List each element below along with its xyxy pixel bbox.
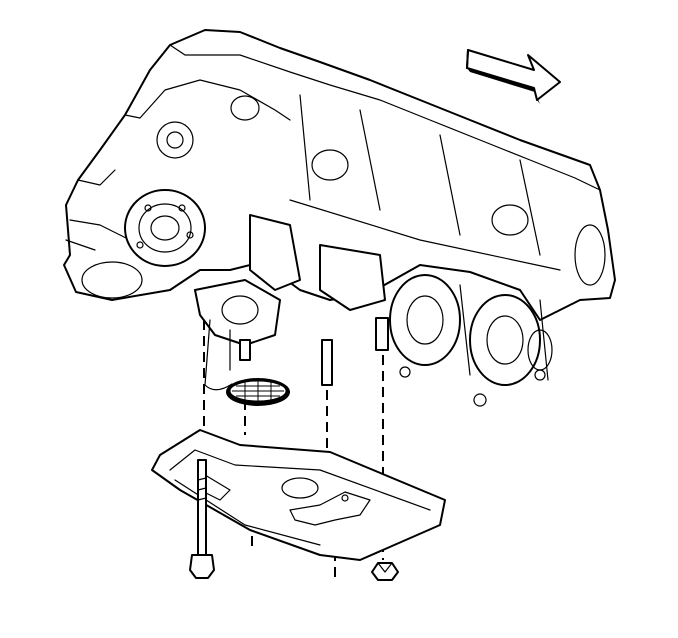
oil-pump-mounting-bolt bbox=[189, 459, 215, 579]
oil-deflector-nut bbox=[371, 562, 399, 581]
oil-pump bbox=[194, 279, 281, 391]
oil-pump-screen bbox=[226, 378, 290, 406]
oil-deflector bbox=[151, 429, 446, 561]
oil-deflector-stud bbox=[239, 317, 389, 386]
direction-arrow-icon bbox=[466, 49, 561, 104]
engine-block bbox=[63, 29, 616, 407]
